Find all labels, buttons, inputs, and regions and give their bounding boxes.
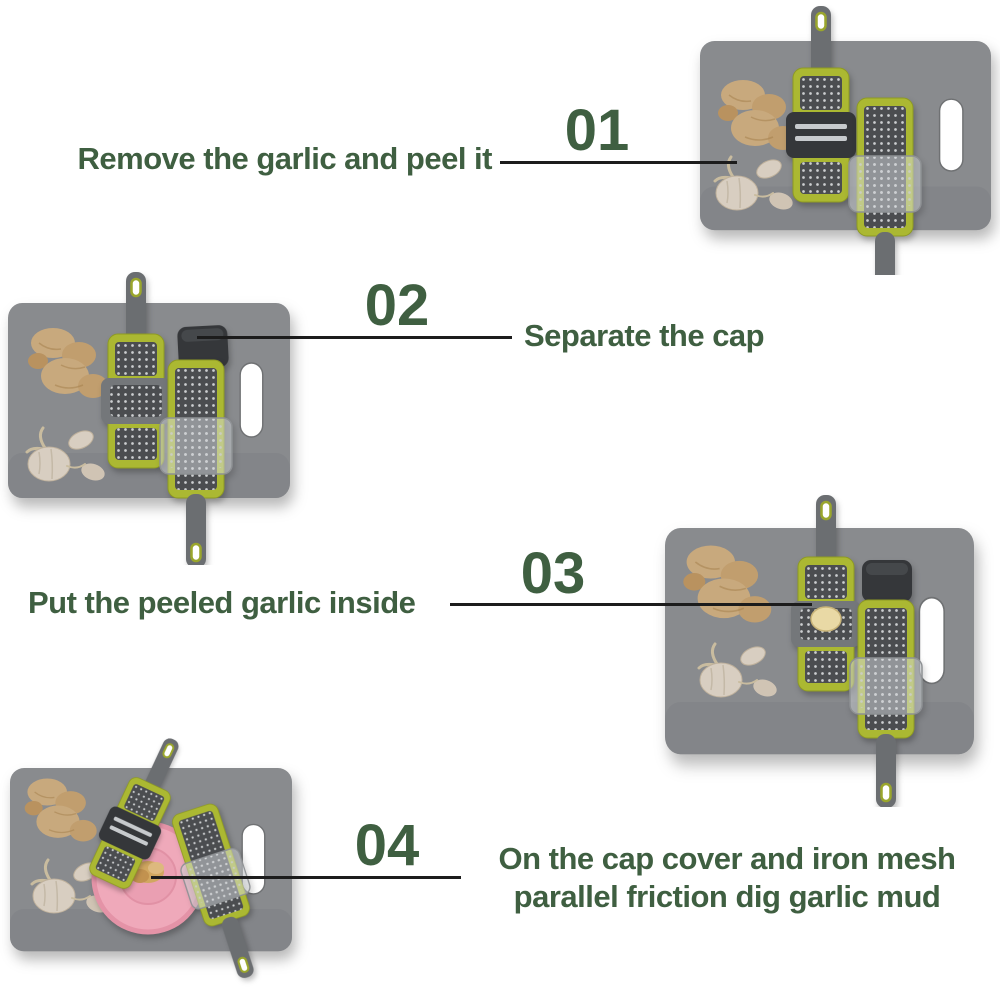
grater-fine-open [789,493,863,693]
step-1-photo [699,4,992,275]
step-2-label: Separate the cap [524,318,765,353]
step-4-number: 04 [354,813,420,878]
step-3-photo [664,493,975,807]
step-2-photo [7,270,291,565]
detached-cap [862,560,912,602]
step-4-label-line-2: parallel friction dig garlic mud [513,879,941,914]
step-1-number: 01 [564,98,630,163]
peeled-garlic-clove [810,606,842,632]
step-2-number: 02 [364,273,430,338]
grater-coarse [848,598,924,807]
step-1-label: Remove the garlic and peel it [77,141,493,176]
step-3-label: Put the peeled garlic inside [28,585,416,620]
step-2-pointer-line [197,336,512,339]
grater-coarse [847,96,923,275]
step-3-number: 03 [520,541,586,606]
step-4-label-line-1: On the cap cover and iron mesh [498,841,956,876]
step-4-label: On the cap cover and iron mesh parallel … [462,840,992,916]
step-1-pointer-line [500,161,737,164]
grater-coarse [158,358,234,565]
step-3-pointer-line [450,603,812,606]
step-4-photo [9,738,293,988]
step-4-pointer-line [151,876,461,879]
grater-fine [784,4,858,204]
